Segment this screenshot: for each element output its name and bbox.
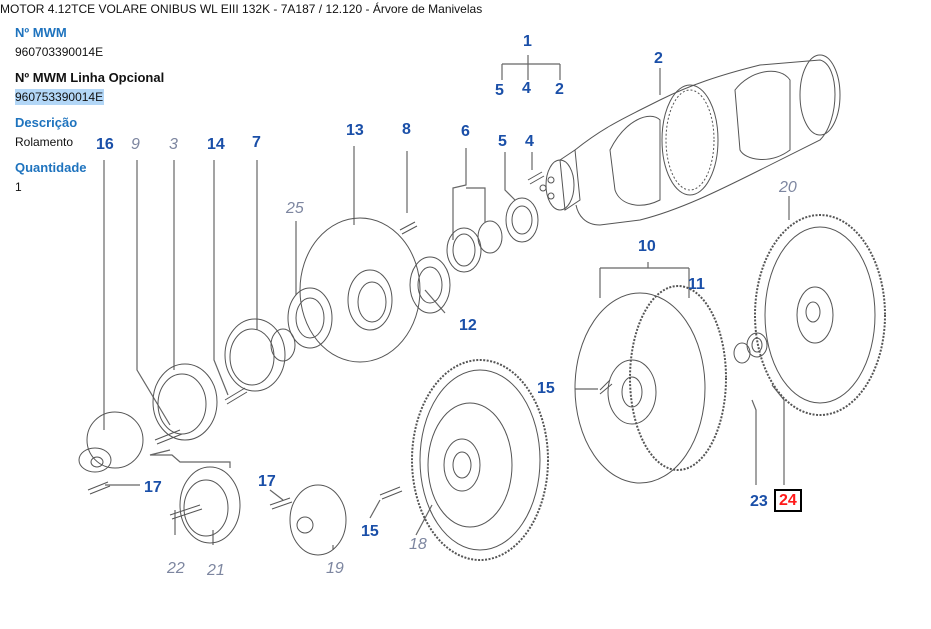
callout-8[interactable]: 8 [402,121,411,138]
callout-4[interactable]: 4 [525,133,534,150]
callout-18[interactable]: 18 [409,536,427,553]
callout-2[interactable]: 2 [555,81,564,98]
callout-3[interactable]: 3 [169,136,178,153]
callout-22[interactable]: 22 [167,560,185,577]
callout-4[interactable]: 4 [522,80,531,97]
callout-24-selected[interactable]: 24 [774,489,802,512]
callout-25[interactable]: 25 [286,200,304,217]
flywheel-assembly-drawing [574,285,768,484]
leader-lines [103,55,790,550]
flexplate-drawing [754,214,886,416]
mwm-label: Nº MWM [15,25,67,40]
quantity-field: Quantidade 1 [15,160,215,195]
callout-15[interactable]: 15 [361,523,379,540]
lower-parts-drawing [169,466,403,556]
callout-17[interactable]: 17 [258,473,276,490]
callout-1[interactable]: 1 [523,33,532,50]
optional-label: Nº MWM Linha Opcional [15,70,165,85]
mwm-field: Nº MWM 960703390014E [15,25,215,60]
callout-19[interactable]: 19 [326,560,344,577]
callout-12[interactable]: 12 [459,317,477,334]
flywheel-drawing [411,359,549,561]
callout-6[interactable]: 6 [461,123,470,140]
pulleys-drawing [78,318,296,495]
description-value: Rolamento [15,135,74,149]
callout-5[interactable]: 5 [495,82,504,99]
description-field: Descrição Rolamento [15,115,215,150]
optional-field: Nº MWM Linha Opcional 960753390014E [15,70,215,115]
callout-11[interactable]: 11 [688,276,705,293]
mwm-value[interactable]: 960703390014E [15,45,104,59]
callout-14[interactable]: 14 [207,136,225,153]
callout-2[interactable]: 2 [654,50,663,67]
callout-10[interactable]: 10 [638,238,656,255]
part-info-panel: Nº MWM 960703390014E Nº MWM Linha Opcion… [15,25,215,205]
optional-value[interactable]: 960753390014E [15,89,105,105]
description-label: Descrição [15,115,78,130]
callout-9[interactable]: 9 [131,136,140,153]
callout-5[interactable]: 5 [498,133,507,150]
damper-disc-drawing [287,217,421,363]
quantity-value: 1 [15,180,22,194]
callout-23[interactable]: 23 [750,493,768,510]
front-small-parts [399,197,539,314]
quantity-label: Quantidade [15,160,87,175]
callout-13[interactable]: 13 [346,122,364,139]
callout-17[interactable]: 17 [144,479,162,496]
crankshaft-drawing [527,54,841,226]
callout-16[interactable]: 16 [96,136,114,153]
callout-7[interactable]: 7 [252,134,261,151]
callout-20[interactable]: 20 [779,179,797,196]
callout-15[interactable]: 15 [537,380,555,397]
page-title: MOTOR 4.12TCE VOLARE ONIBUS WL EIII 132K… [0,2,483,16]
callout-21[interactable]: 21 [207,562,225,579]
